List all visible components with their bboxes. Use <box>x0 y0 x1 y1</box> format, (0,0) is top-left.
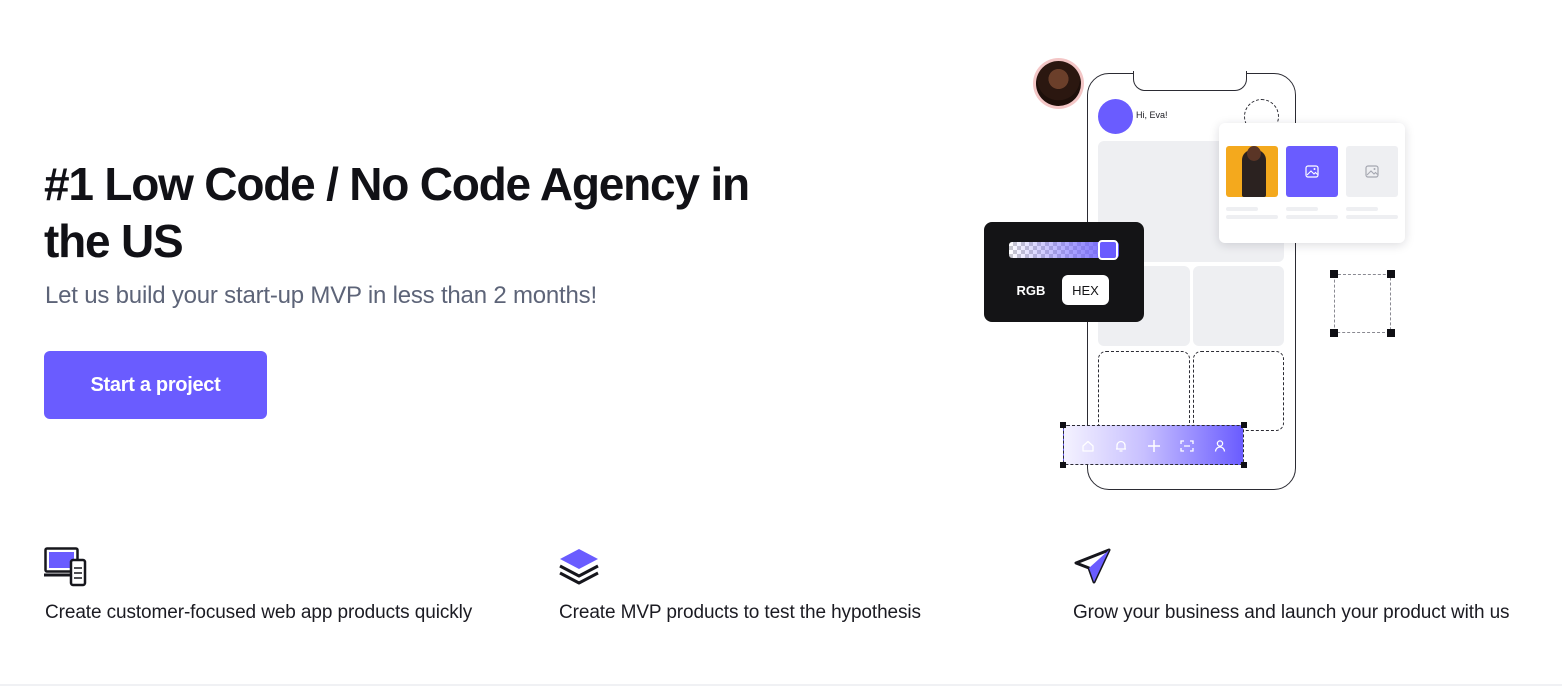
caption-line <box>1346 207 1378 211</box>
rgb-mode-button[interactable]: RGB <box>1006 275 1056 305</box>
image-icon <box>1365 165 1379 178</box>
slider-handle[interactable] <box>1098 240 1118 260</box>
photo-thumbnail <box>1226 146 1278 197</box>
feature-text: Create MVP products to test the hypothes… <box>559 602 921 623</box>
caption-line <box>1346 215 1398 219</box>
user-icon[interactable] <box>1212 438 1228 454</box>
home-icon[interactable] <box>1080 438 1096 454</box>
avatar <box>1098 99 1133 134</box>
resize-handle <box>1241 462 1247 468</box>
profile-photo <box>1033 58 1084 109</box>
resize-handle <box>1330 329 1338 337</box>
image-placeholder-thumbnail <box>1346 146 1398 197</box>
start-project-button[interactable]: Start a project <box>44 351 267 419</box>
feature-text: Create customer-focused web app products… <box>45 602 473 623</box>
caption-line <box>1226 215 1278 219</box>
image-icon <box>1305 165 1319 178</box>
feature-web-apps: Create customer-focused web app products… <box>44 546 472 623</box>
phone-notch-cover <box>1135 70 1245 74</box>
resize-handle <box>1330 270 1338 278</box>
placeholder-block <box>1193 351 1284 431</box>
layers-icon <box>559 549 599 585</box>
resize-handle <box>1060 422 1066 428</box>
devices-icon <box>44 547 87 587</box>
greeting-text: Hi, Eva! <box>1136 110 1168 120</box>
placeholder-block <box>1098 351 1190 431</box>
hero-title: #1 Low Code / No Code Agency in the US <box>44 158 750 267</box>
selection-box <box>1334 274 1391 333</box>
resize-handle <box>1241 422 1247 428</box>
resize-handle <box>1387 329 1395 337</box>
image-gallery-card <box>1219 123 1405 243</box>
content-block <box>1193 266 1284 346</box>
section-divider <box>0 684 1562 686</box>
resize-handle <box>1387 270 1395 278</box>
color-picker-card: RGB HEX <box>984 222 1144 322</box>
caption-line <box>1286 215 1338 219</box>
plus-icon[interactable] <box>1146 438 1162 454</box>
phone-notch <box>1133 71 1247 91</box>
hero-subtitle: Let us build your start-up MVP in less t… <box>45 282 597 309</box>
bottom-tab-bar <box>1063 425 1244 465</box>
bell-icon[interactable] <box>1113 438 1129 454</box>
paper-plane-icon <box>1074 548 1111 584</box>
feature-mvp: Create MVP products to test the hypothes… <box>558 546 921 623</box>
caption-line <box>1286 207 1318 211</box>
caption-line <box>1226 207 1258 211</box>
hex-mode-button[interactable]: HEX <box>1062 275 1109 305</box>
image-placeholder-thumbnail <box>1286 146 1338 197</box>
resize-handle <box>1060 462 1066 468</box>
feature-text: Grow your business and launch your produ… <box>1073 602 1510 623</box>
scan-icon[interactable] <box>1179 438 1195 454</box>
opacity-slider[interactable] <box>1009 242 1119 258</box>
feature-launch: Grow your business and launch your produ… <box>1072 546 1510 623</box>
